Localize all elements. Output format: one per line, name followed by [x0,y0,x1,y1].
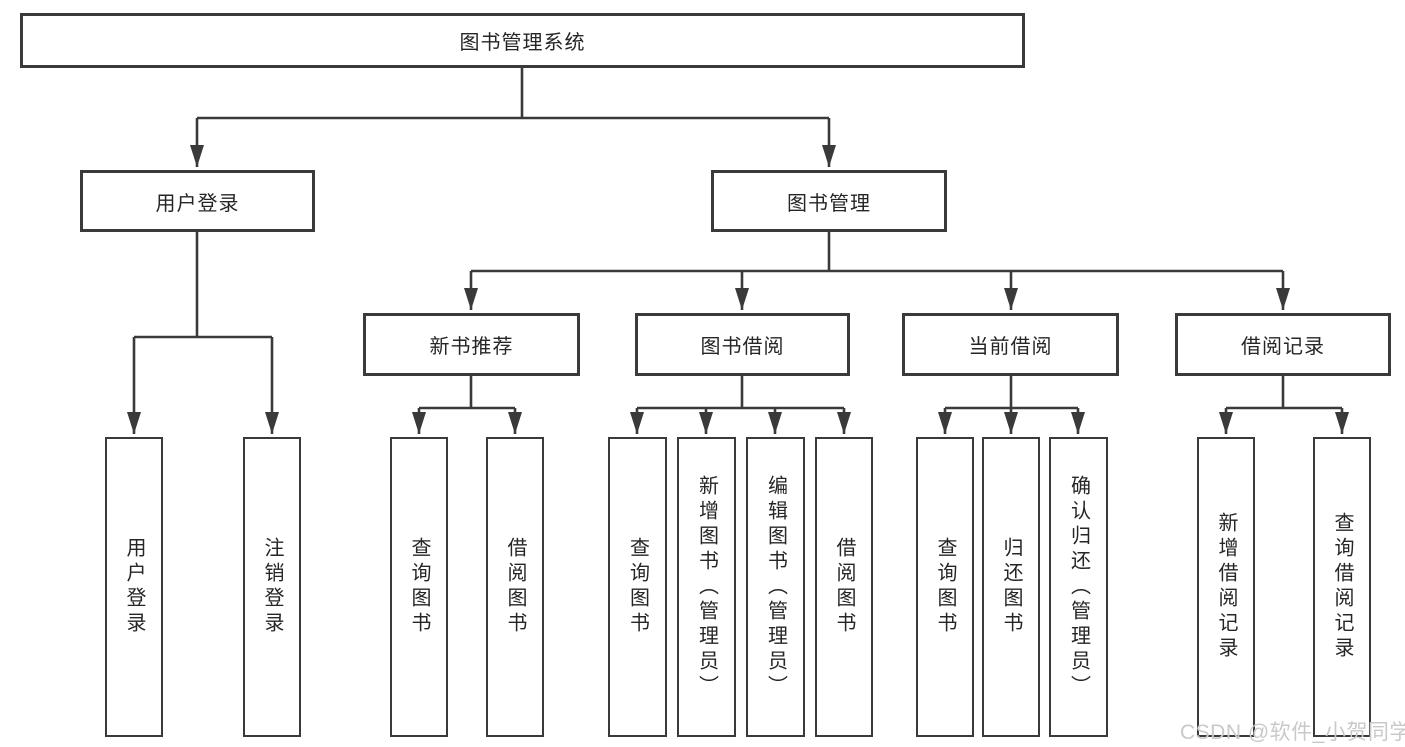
node-new-book-recommend: 新书推荐 [363,313,580,376]
leaf-current-confirm-return-admin: 确认归还（管理员） [1049,437,1108,737]
leaf-record-query-borrow-record: 查询借阅记录 [1313,437,1371,737]
leaf-borrowing-query-books: 查询图书 [608,437,667,737]
node-user-login-branch: 用户登录 [80,170,315,232]
leaf-newbook-borrow-books: 借阅图书 [486,437,544,737]
csdn-watermark: CSDN @软件_小贺同学 [1180,721,1405,744]
leaf-current-query-books: 查询图书 [916,437,974,737]
node-root-system: 图书管理系统 [20,13,1025,68]
node-book-borrowing: 图书借阅 [635,313,850,376]
leaf-logout: 注销登录 [243,437,301,737]
leaf-borrowing-borrow-books: 借阅图书 [815,437,873,737]
node-borrow-records: 借阅记录 [1175,313,1391,376]
node-book-management-branch: 图书管理 [711,170,947,232]
leaf-borrowing-edit-books-admin: 编辑图书（管理员） [746,437,805,737]
leaf-record-add-borrow-record: 新增借阅记录 [1197,437,1255,737]
node-current-borrowing: 当前借阅 [902,313,1119,376]
leaf-borrowing-add-books-admin: 新增图书（管理员） [677,437,736,737]
leaf-newbook-query-books: 查询图书 [390,437,448,737]
leaf-user-login: 用户登录 [105,437,163,737]
leaf-current-return-books: 归还图书 [982,437,1040,737]
